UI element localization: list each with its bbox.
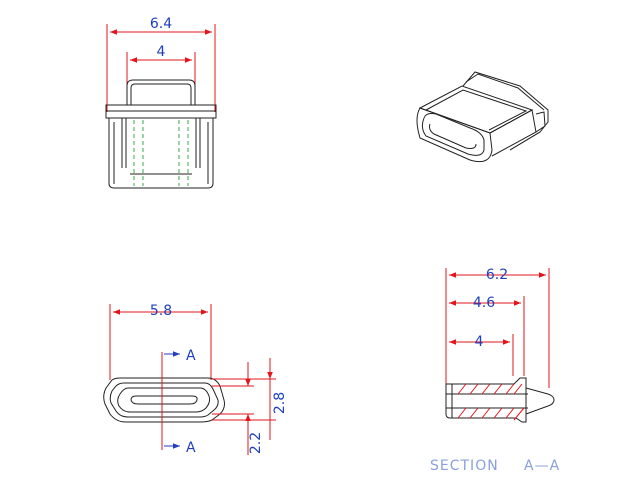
dim-label-section-inner: 4 — [475, 334, 484, 350]
end-view: 5.8 A A 2.8 2.2 — [103, 303, 288, 456]
dim-label-front-overall: 6.4 — [150, 16, 172, 32]
section-hatching — [457, 383, 525, 421]
dim-label-end-width: 5.8 — [150, 303, 172, 319]
dim-label-end-height-inner: 2.2 — [248, 432, 264, 454]
isometric-view — [416, 71, 549, 163]
section-mark-top: A — [186, 348, 196, 364]
dim-label-end-height-outer: 2.8 — [272, 392, 288, 414]
front-view: 6.4 4 — [105, 16, 217, 189]
dim-label-front-inner: 4 — [157, 44, 166, 60]
section-name: A—A — [524, 458, 560, 474]
dim-label-section-total: 6.2 — [486, 267, 508, 283]
section-view: 6.2 4.6 4 SECTION A—A — [430, 267, 560, 474]
section-label: SECTION — [430, 458, 499, 474]
dim-label-section-mid: 4.6 — [473, 295, 495, 311]
section-mark-bottom: A — [186, 440, 196, 456]
